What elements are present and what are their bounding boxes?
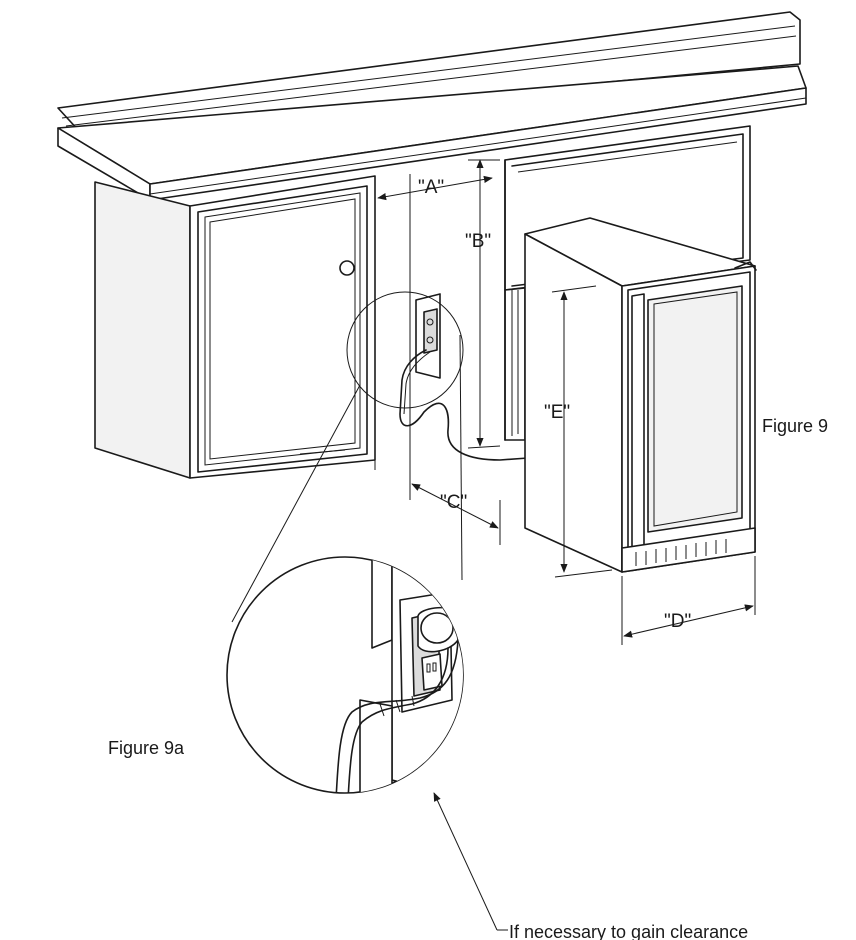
- dimension-c: "C": [409, 448, 501, 545]
- label-e: "E": [544, 402, 570, 423]
- figure-9-caption: Figure 9: [762, 416, 828, 436]
- dimension-a: "A": [377, 175, 493, 201]
- detail-callout-circle: [346, 291, 464, 409]
- label-c: "C": [440, 492, 467, 513]
- wine-cooler: [524, 217, 757, 573]
- dimension-e: "E": [544, 285, 613, 578]
- wall-opening: [374, 174, 441, 500]
- clearance-note: If necessary to gain clearance: [509, 922, 748, 940]
- note-leader-arrow: [433, 792, 498, 931]
- left-cabinet: [94, 175, 376, 479]
- power-cord: [399, 349, 529, 461]
- door-knob-icon: [339, 260, 355, 276]
- label-d: "D": [664, 611, 691, 632]
- magnified-detail: [226, 556, 464, 794]
- dimension-b: "B": [465, 159, 501, 449]
- countertop: [57, 11, 807, 201]
- label-a: "A": [418, 177, 444, 198]
- dimension-d: "D": [621, 556, 756, 645]
- label-b: "B": [465, 231, 491, 252]
- figure-9a-caption: Figure 9a: [108, 738, 185, 758]
- toe-grille: [621, 527, 756, 573]
